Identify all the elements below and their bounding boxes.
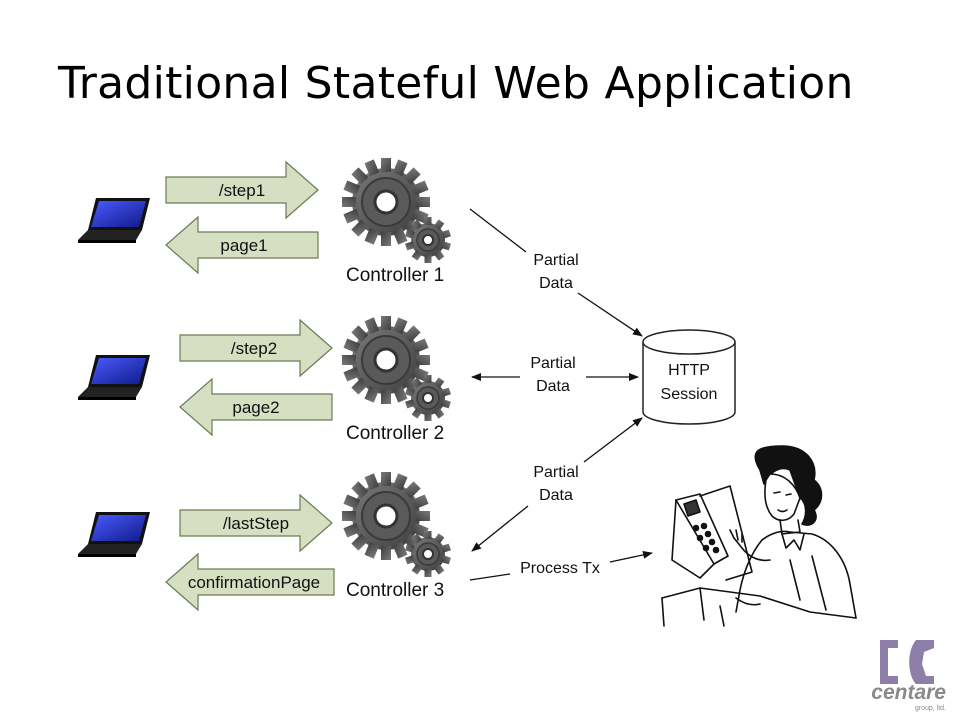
process-tx-label: Process Tx — [520, 560, 600, 577]
controller-2-label: Controller 2 — [346, 423, 444, 444]
flow2-label-line1: Partial — [530, 355, 575, 372]
request-label-1: /step1 — [219, 181, 265, 200]
session-line1: HTTP — [668, 362, 710, 379]
row-1: /step1 page1 Controller 1 — [78, 156, 453, 286]
flow1-label-line1: Partial — [533, 252, 578, 269]
request-arrow-2: /step2 — [179, 318, 333, 378]
operator-illustration — [661, 445, 857, 627]
controller-3-label: Controller 3 — [346, 580, 444, 601]
response-arrow-3: confirmationPage — [165, 552, 335, 612]
response-label-3: confirmationPage — [188, 573, 320, 592]
laptop-2-icon — [78, 355, 150, 400]
centare-logo: centare group, ltd. — [871, 640, 946, 712]
flow2-label-line2: Data — [536, 378, 570, 395]
logo-bracket-left-icon — [880, 640, 898, 684]
logo-bracket-right-icon — [909, 640, 934, 684]
response-label-2: page2 — [232, 398, 279, 417]
logo-tagline: group, ltd. — [915, 705, 946, 712]
row-3: /lastStep confirmationPage Controller 3 — [78, 470, 453, 612]
controller-2-gear-icon — [340, 314, 453, 423]
controller-1-gear-icon — [340, 156, 453, 265]
response-arrow-1: page1 — [165, 215, 319, 275]
flow-controller1-to-session: Partial Data — [469, 208, 643, 337]
laptop-3-icon — [78, 512, 150, 557]
flow3-label-line2: Data — [539, 487, 573, 504]
flow3-label-line1: Partial — [533, 464, 578, 481]
controller-1-label: Controller 1 — [346, 265, 444, 286]
request-arrow-1: /step1 — [165, 160, 319, 220]
request-arrow-3: /lastStep — [179, 493, 333, 553]
laptop-1-icon — [78, 198, 150, 243]
response-arrow-2: page2 — [179, 377, 333, 437]
slide-title: Traditional Stateful Web Application — [58, 58, 854, 109]
response-label-1: page1 — [220, 236, 267, 255]
row-2: /step2 page2 Controller 2 — [78, 314, 453, 444]
http-session-store: HTTP Session — [642, 329, 736, 425]
logo-name: centare — [871, 681, 946, 704]
flow1-label-line2: Data — [539, 275, 573, 292]
controller-3-gear-icon — [340, 470, 453, 579]
session-line2: Session — [661, 386, 718, 403]
flow-session-to-controller3: Partial Data — [471, 417, 643, 552]
request-label-2: /step2 — [231, 339, 277, 358]
flow-process-tx: Process Tx — [469, 550, 653, 581]
flow-controller2-session: Partial Data — [471, 355, 639, 395]
request-label-3: /lastStep — [223, 514, 289, 533]
